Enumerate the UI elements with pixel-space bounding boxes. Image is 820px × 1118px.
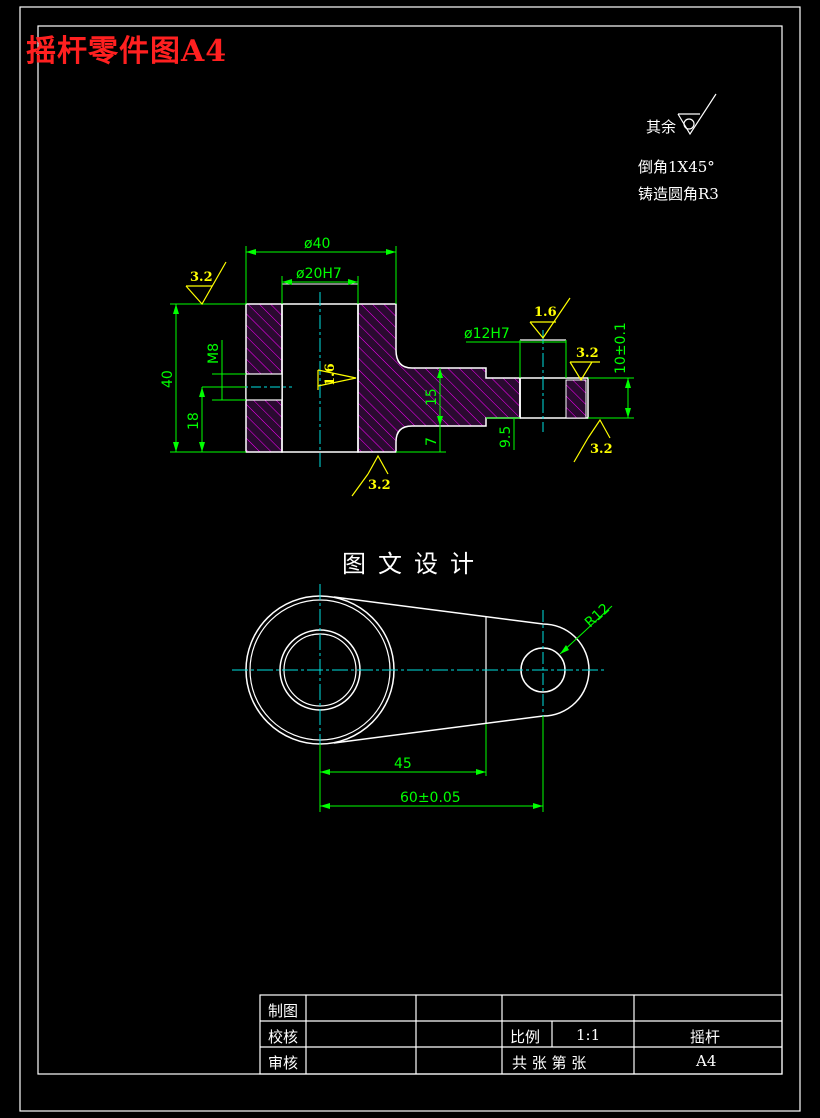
- tb-scale-label: 比例: [510, 1028, 541, 1046]
- dim-arm-bottom: 7: [424, 437, 440, 446]
- roughness-bottom: 3.2: [368, 478, 391, 493]
- note-chamfer: 倒角1X45°: [638, 158, 715, 176]
- view-title: 图文设计: [342, 550, 486, 578]
- roughness-bore: 1.6: [323, 363, 338, 386]
- dim-bore: ø20H7: [296, 266, 342, 282]
- roughness-small-side: 3.2: [576, 346, 599, 361]
- small-boss-hatch: [565, 379, 587, 419]
- dim-45: 45: [394, 756, 412, 772]
- roughness-other-symbol: [677, 93, 717, 136]
- dim-height: 40: [160, 370, 176, 388]
- title-block: [259, 994, 783, 1075]
- dim-radius: R12: [582, 601, 613, 631]
- roughness-top-left: 3.2: [190, 270, 213, 285]
- tb-drawn: 制图: [268, 1002, 299, 1020]
- tb-sheets: 共 张 第 张: [512, 1054, 587, 1072]
- dim-small-bore: ø12H7: [464, 326, 510, 342]
- section-view: ø40 ø20H7 40 M8 18 15 7 ø12H7 10±0.1 9.5…: [160, 236, 634, 497]
- dim-boss-height: 10±0.1: [613, 322, 629, 374]
- plan-dim-arrows: [320, 645, 569, 809]
- tb-part-name: 摇杆: [690, 1028, 721, 1046]
- dim-offset: 9.5: [498, 426, 514, 448]
- dim-thread-height: 18: [186, 412, 202, 430]
- dim-thread: M8: [206, 343, 222, 364]
- dim-od: ø40: [304, 236, 330, 252]
- tb-scale-value: 1:1: [576, 1026, 601, 1044]
- dim-60: 60±0.05: [400, 790, 461, 806]
- plan-view: 45 60±0.05 R12: [232, 584, 613, 812]
- roughness-small-bottom: 3.2: [590, 442, 613, 457]
- outer-border: [19, 6, 801, 1112]
- tb-approved: 审核: [268, 1054, 299, 1072]
- roughness-small-top: 1.6: [534, 305, 557, 320]
- small-boss: [519, 377, 589, 419]
- note-fillet: 铸造圆角R3: [638, 185, 719, 203]
- tb-format: A4: [696, 1052, 717, 1070]
- dim-arrows: [173, 249, 631, 452]
- note-rest: 其余: [646, 118, 677, 136]
- dim-arm-thk: 15: [424, 388, 440, 406]
- tb-checked: 校核: [268, 1028, 299, 1046]
- sheet-title: 摇杆零件图A4: [26, 34, 228, 69]
- roughness-symbols: [185, 261, 611, 497]
- plan-dimensions: [319, 605, 613, 812]
